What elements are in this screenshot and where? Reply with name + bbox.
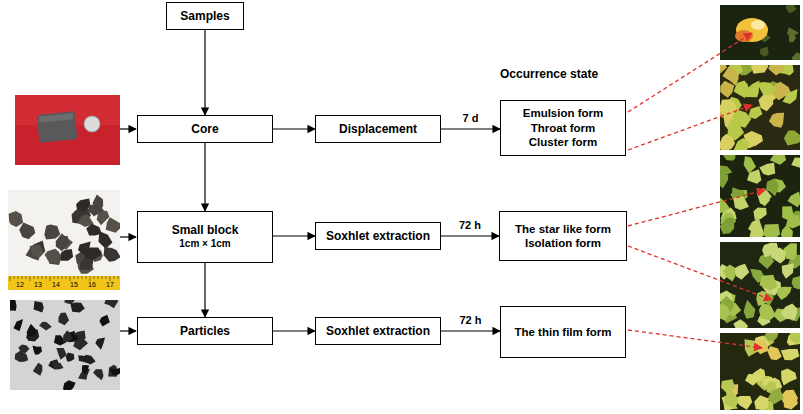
time-label: 7 d: [461, 112, 481, 125]
flow-arrow: [204, 30, 205, 115]
photo-arrow: [120, 236, 136, 237]
box-text: 1cm × 1cm: [179, 238, 230, 251]
micrograph: [720, 5, 800, 60]
flow-arrow: [273, 330, 315, 331]
micrograph: [720, 155, 800, 237]
process-box: Displacement: [315, 115, 441, 143]
process-box: Soxhlet extraction: [315, 317, 441, 345]
leader-arrow: [628, 330, 762, 348]
ruler-number: 17: [106, 281, 114, 288]
process-box: Core: [137, 115, 273, 143]
particle-photo: [10, 300, 120, 390]
micrograph: [720, 65, 800, 150]
leader-arrow: [628, 33, 752, 112]
process-box: The thin film form: [500, 306, 626, 358]
time-label: 72 h: [457, 219, 483, 232]
box-text: Core: [191, 122, 218, 137]
box-text: The star like form Isolation form: [505, 222, 621, 251]
flow-arrow: [441, 235, 499, 236]
box-text: Small block: [172, 223, 239, 238]
flow-arrow: [204, 263, 205, 317]
leader-arrow: [628, 105, 752, 150]
process-box: Small block1cm × 1cm: [137, 211, 273, 263]
time-label: 72 h: [457, 314, 483, 327]
box-text: Samples: [180, 9, 229, 24]
box-text: The thin film form: [514, 325, 611, 339]
ruler-number: 13: [34, 281, 42, 288]
process-box: The star like form Isolation form: [499, 211, 627, 261]
block-photo: [8, 190, 120, 290]
flow-arrow: [273, 235, 315, 236]
box-text: Soxhlet extraction: [326, 324, 430, 339]
flow-arrow: [273, 128, 315, 129]
ruler-number: 16: [88, 281, 96, 288]
box-text: Emulsion form Throat form Cluster form: [517, 106, 609, 149]
column-heading: Occurrence state: [500, 67, 598, 81]
flow-arrow: [441, 330, 500, 331]
core-photo: [15, 95, 120, 165]
photo-arrow: [120, 330, 136, 331]
flow-arrow: [204, 143, 205, 211]
process-box: Emulsion form Throat form Cluster form: [500, 100, 626, 156]
leader-arrow: [628, 190, 765, 226]
process-box: Samples: [166, 2, 244, 30]
box-text: Particles: [180, 324, 230, 339]
ruler-number: 15: [70, 281, 78, 288]
box-text: Soxhlet extraction: [326, 229, 430, 244]
photo-arrow: [120, 128, 136, 129]
process-box: Soxhlet extraction: [315, 222, 441, 250]
box-text: Displacement: [339, 122, 417, 137]
ruler-number: 14: [52, 281, 60, 288]
leader-arrow: [628, 246, 772, 300]
process-box: Particles: [137, 317, 273, 345]
ruler-number: 12: [16, 281, 24, 288]
flow-arrow: [441, 128, 500, 129]
micrograph: [720, 242, 800, 328]
